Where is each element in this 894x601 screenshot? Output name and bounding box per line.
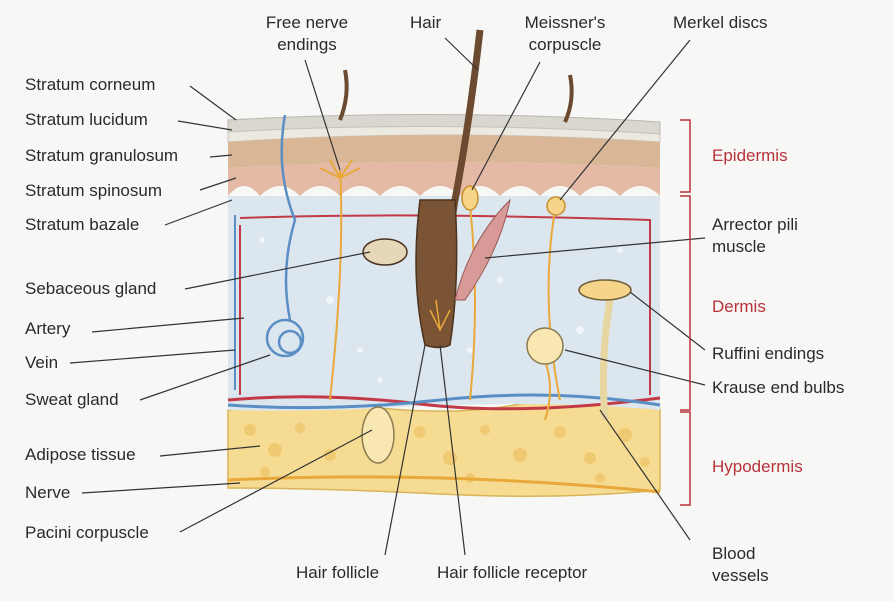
label-krause-end-bulbs: Krause end bulbs xyxy=(712,378,845,397)
label-stratum-granulosum: Stratum granulosum xyxy=(25,146,179,165)
label-adipose-tissue: Adipose tissue xyxy=(25,445,136,464)
sensory-receptors xyxy=(361,185,632,464)
label-arrector-pili-muscle: Arrector pili muscle xyxy=(712,214,798,258)
leader-lines xyxy=(69,37,706,556)
label-hair-follicle-receptor: Hair follicle receptor xyxy=(437,563,588,582)
label-stratum-spinosum: Stratum spinosum xyxy=(25,181,162,200)
label-arrector-pili-line2: muscle xyxy=(712,237,766,256)
sweat-gland-illustration xyxy=(265,114,305,358)
nerve-fibers xyxy=(227,159,661,494)
label-nerve: Nerve xyxy=(25,483,71,502)
region-dermis: Dermis xyxy=(712,297,766,316)
arrector-pili-illustration xyxy=(454,198,511,301)
label-artery: Artery xyxy=(25,319,71,338)
label-free-nerve-endings-line1: Free nerve xyxy=(265,13,349,32)
label-hair: Hair xyxy=(410,13,442,32)
label-stratum-lucidum: Stratum lucidum xyxy=(25,110,148,129)
label-pacini-corpuscle: Pacini corpuscle xyxy=(25,523,149,542)
hypodermis-layer xyxy=(227,398,661,497)
label-free-nerve-endings-line2: endings xyxy=(277,35,337,54)
hair-and-follicle xyxy=(338,29,574,349)
label-vein: Vein xyxy=(25,353,59,372)
region-epidermis: Epidermis xyxy=(712,146,788,165)
region-hypodermis: Hypodermis xyxy=(712,457,803,476)
label-hair-follicle: Hair follicle xyxy=(296,563,380,582)
epidermis-layers xyxy=(227,113,661,196)
label-blood-vessels: Blood vessels xyxy=(712,543,769,587)
label-merkel-discs: Merkel discs xyxy=(673,13,768,32)
label-blood-vessels-line2: vessels xyxy=(712,566,769,585)
region-brackets xyxy=(680,119,691,506)
label-stratum-bazale: Stratum bazale xyxy=(25,215,140,234)
label-sebaceous-gland: Sebaceous gland xyxy=(25,279,157,298)
label-ruffini-endings: Ruffini endings xyxy=(712,344,825,363)
label-meissners-corpuscle-line2: corpuscle xyxy=(528,35,602,54)
label-arrector-pili-line1: Arrector pili xyxy=(712,215,798,234)
label-meissners-corpuscle-line1: Meissner's xyxy=(524,13,606,32)
label-meissners-corpuscle: Meissner's corpuscle xyxy=(510,12,620,56)
label-free-nerve-endings: Free nerve endings xyxy=(252,12,362,56)
label-sweat-gland: Sweat gland xyxy=(25,390,119,409)
label-stratum-corneum: Stratum corneum xyxy=(25,75,156,94)
label-blood-vessels-line1: Blood xyxy=(712,544,756,563)
